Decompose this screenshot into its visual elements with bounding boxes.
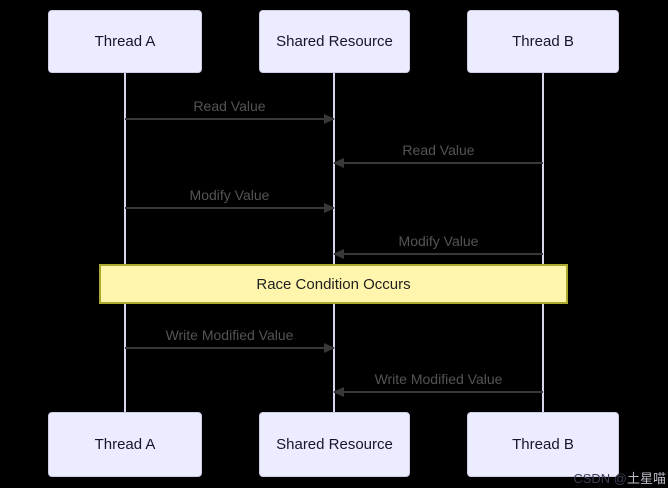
arrowhead-right-icon <box>324 114 335 124</box>
actor-thread-a-label: Thread A <box>94 33 156 50</box>
message-read-value-thread-b: Read Value <box>333 141 543 168</box>
message-label: Write Modified Value <box>374 371 503 387</box>
watermark: CSDN @土星喵 <box>573 471 666 486</box>
message-read-value-thread-a: Read Value <box>125 97 335 124</box>
message-arrow-line <box>333 249 543 259</box>
message-arrow-line <box>333 158 543 168</box>
actor-thread-b-bottom: Thread B <box>467 412 619 477</box>
watermark-name: 土星喵 <box>626 471 666 486</box>
actor-thread-b-top: Thread B <box>467 10 619 73</box>
arrowhead-left-icon <box>333 158 344 168</box>
message-arrow-line <box>125 114 335 124</box>
message-modify-value-thread-b: Modify Value <box>333 232 543 259</box>
arrowhead-left-icon <box>333 249 344 259</box>
arrowhead-right-icon <box>324 343 335 353</box>
actor-shared-resource-label: Shared Resource <box>276 436 393 453</box>
message-label: Modify Value <box>398 233 479 249</box>
actor-shared-resource-top: Shared Resource <box>259 10 410 73</box>
actor-shared-resource-bottom: Shared Resource <box>259 412 410 477</box>
note-race-condition: Race Condition Occurs <box>99 264 568 304</box>
arrowhead-left-icon <box>333 387 344 397</box>
actor-thread-a-bottom: Thread A <box>48 412 202 477</box>
lifeline-shared-resource <box>333 73 335 412</box>
message-arrow-line <box>333 387 543 397</box>
message-modify-value-thread-a: Modify Value <box>125 186 335 213</box>
lifeline-thread-a <box>124 73 126 412</box>
arrowhead-right-icon <box>324 203 335 213</box>
message-label: Read Value <box>402 142 475 158</box>
message-arrow-line <box>125 343 335 353</box>
message-label: Read Value <box>193 98 266 114</box>
actor-thread-a-label: Thread A <box>94 436 156 453</box>
actor-thread-a-top: Thread A <box>48 10 202 73</box>
actor-thread-b-label: Thread B <box>512 33 574 50</box>
message-arrow-line <box>125 203 335 213</box>
lifeline-thread-b <box>542 73 544 412</box>
message-label: Modify Value <box>189 187 270 203</box>
watermark-prefix: CSDN @ <box>573 471 627 486</box>
message-write-modified-value-thread-b: Write Modified Value <box>333 370 543 397</box>
note-label: Race Condition Occurs <box>256 275 411 293</box>
message-write-modified-value-thread-a: Write Modified Value <box>125 326 335 353</box>
message-label: Write Modified Value <box>165 327 294 343</box>
actor-shared-resource-label: Shared Resource <box>276 33 393 50</box>
actor-thread-b-label: Thread B <box>512 436 574 453</box>
